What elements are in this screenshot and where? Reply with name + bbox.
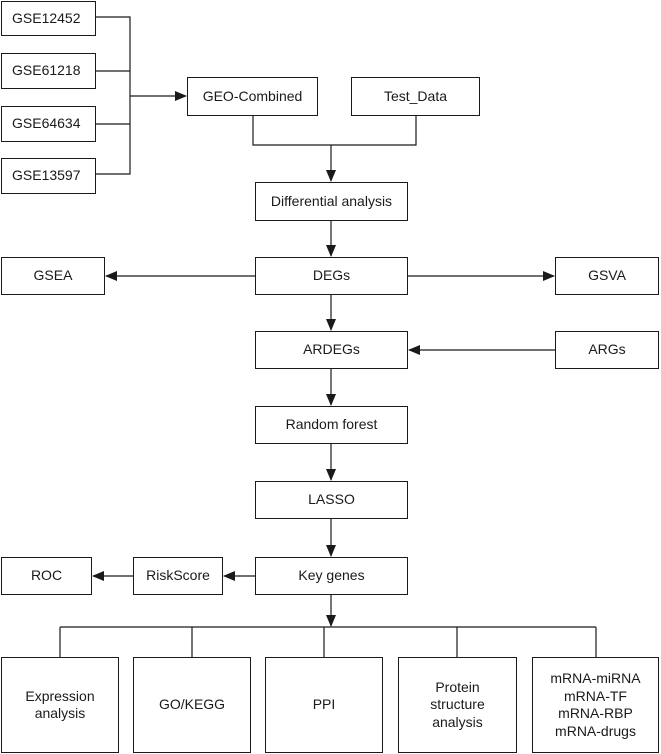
lasso-to-key-arrow [326, 545, 336, 557]
ppi-node: PPI [265, 657, 383, 753]
dataset-gse64634: GSE64634 [1, 106, 96, 142]
args-node: ARGs [555, 331, 659, 369]
diff-to-degs-arrow [326, 245, 336, 257]
dataset-gse12452: GSE12452 [1, 1, 96, 36]
degs-to-ardegs-arrow [326, 319, 336, 331]
differential-analysis-node: Differential analysis [255, 182, 408, 221]
ardegs-node: ARDEGs [255, 331, 408, 369]
key-to-risk-arrow [223, 571, 235, 581]
random-forest-node: Random forest [255, 406, 408, 444]
key-genes-node: Key genes [255, 557, 408, 595]
dataset-bracket [96, 16, 131, 175]
merge-to-diff-arrow [326, 170, 336, 182]
degs-node: DEGs [255, 257, 408, 295]
degs-to-gsva-arrow [543, 271, 555, 281]
gsea-node: GSEA [1, 257, 105, 295]
roc-node: ROC [1, 557, 92, 595]
rf-to-lasso-arrow [326, 469, 336, 481]
test-data-node: Test_Data [351, 77, 480, 116]
gsva-node: GSVA [555, 257, 659, 295]
key-to-bus-arrow [326, 615, 336, 627]
merge-connector [252, 116, 417, 146]
gokegg-node: GO/KEGG [133, 657, 251, 753]
risk-to-roc-arrow [92, 571, 104, 581]
ardegs-to-rf-arrow [326, 394, 336, 406]
dataset-gse61218: GSE61218 [1, 53, 96, 89]
lasso-node: LASSO [255, 481, 408, 519]
args-to-ardegs-arrow [408, 345, 420, 355]
degs-to-gsea-arrow [105, 271, 117, 281]
riskscore-node: RiskScore [133, 557, 223, 595]
geo-combined-node: GEO-Combined [187, 77, 318, 116]
dataset-gse13597: GSE13597 [1, 158, 96, 194]
datasets-to-geo-arrow [175, 91, 187, 101]
